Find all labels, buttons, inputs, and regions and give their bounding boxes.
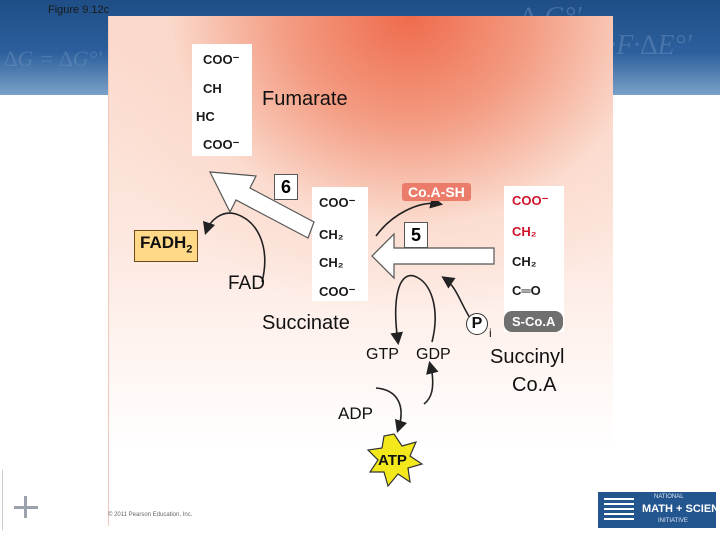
logo-line-1: NATIONAL xyxy=(654,494,684,500)
succinyl-coa-line-1: COO⁻ xyxy=(512,193,549,208)
fadh2-text: FADH xyxy=(140,233,187,252)
logo-lines-icon xyxy=(604,498,634,522)
succinyl-coa-label-line2: Co.A xyxy=(512,374,557,396)
step6-arrow xyxy=(208,171,315,239)
fumarate-structure-box xyxy=(192,44,252,156)
fumarate-line-4: COO⁻ xyxy=(203,137,240,152)
fumarate-label: Fumarate xyxy=(262,88,348,110)
atp-label: ATP xyxy=(378,452,407,469)
atp-star-icon xyxy=(366,433,424,488)
succinyl-coa-line-3: CH₂ xyxy=(512,254,537,269)
succinyl-coa-line-4: C═O xyxy=(512,283,541,298)
fumarate-line-1: COO⁻ xyxy=(203,52,240,67)
fad-to-fadh2-arrow xyxy=(202,212,266,283)
fumarate-line-3: HC xyxy=(196,109,215,124)
adp-to-atp-arrow xyxy=(375,387,408,434)
s-coa-tag: S-Co.A xyxy=(504,311,564,332)
coa-sh-arrow xyxy=(375,195,444,237)
gdp-label: GDP xyxy=(416,346,451,363)
figure-label: Figure 9.12c xyxy=(48,4,110,16)
succinate-line-1: COO⁻ xyxy=(319,195,356,210)
phosphate-subscript: i xyxy=(489,326,492,340)
succinate-label: Succinate xyxy=(262,312,350,334)
fad-label: FAD xyxy=(228,273,265,294)
plus-icon xyxy=(14,495,38,519)
coa-sh-tag: Co.A-SH xyxy=(402,183,471,201)
left-divider xyxy=(2,470,3,530)
step-6-badge: 6 xyxy=(274,174,298,200)
gtp-label: GTP xyxy=(366,346,399,363)
succinyl-coa-label-line1: Succinyl xyxy=(490,346,565,368)
fadh2-tag: FADH2 xyxy=(134,230,199,263)
adp-label: ADP xyxy=(338,404,373,423)
step5-arrow xyxy=(371,232,495,280)
succinate-line-3: CH₂ xyxy=(319,255,344,270)
gdp-gtp-arrow xyxy=(390,274,436,346)
nms-logo: NATIONAL MATH + SCIENCE INITIATIVE xyxy=(598,492,720,528)
phosphate-icon: P xyxy=(466,313,488,335)
gdp-return-arrow xyxy=(423,371,434,405)
step-5-badge: 5 xyxy=(404,222,428,248)
pi-arrow xyxy=(441,276,471,319)
logo-line-2: MATH + SCIENCE xyxy=(642,503,720,515)
logo-line-3: INITIATIVE xyxy=(658,518,688,524)
copyright-text: © 2011 Pearson Education, Inc. xyxy=(108,512,193,518)
succinate-line-4: COO⁻ xyxy=(319,284,356,299)
succinate-structure-box xyxy=(312,187,368,301)
fumarate-line-2: CH xyxy=(203,81,222,96)
succinyl-coa-line-2: CH₂ xyxy=(512,224,537,239)
succinate-line-2: CH₂ xyxy=(319,227,344,242)
fadh2-subscript: 2 xyxy=(186,243,193,256)
succinyl-coa-structure-box xyxy=(504,186,564,332)
